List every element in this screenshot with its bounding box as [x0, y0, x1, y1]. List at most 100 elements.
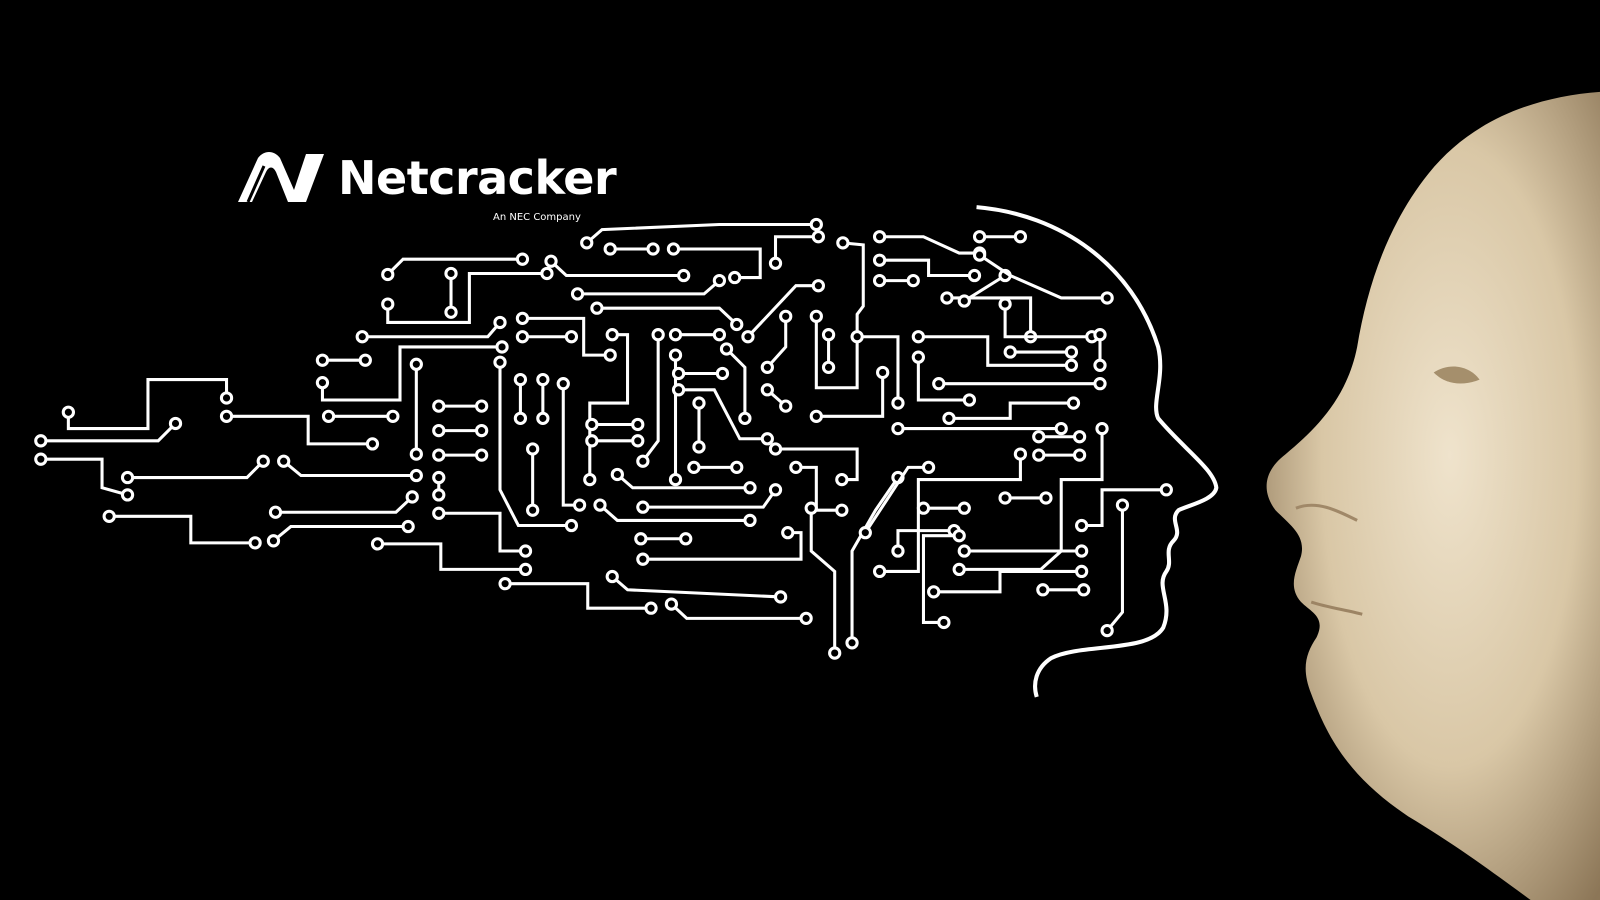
circuit-node — [475, 448, 489, 462]
circuit-node — [972, 248, 987, 262]
circuit-trace — [795, 465, 842, 512]
circuit-trace — [879, 454, 1022, 573]
circuit-trace — [978, 253, 1108, 300]
circuit-node — [789, 460, 803, 474]
circuit-trace — [386, 257, 523, 276]
circuit-node — [1100, 623, 1114, 638]
circuit-node — [668, 328, 683, 342]
circuit-node — [381, 267, 395, 282]
circuit-node — [779, 309, 793, 323]
circuit-node — [1013, 447, 1028, 461]
circuit-node — [876, 365, 890, 380]
circuit-node — [809, 217, 823, 232]
circuit-node — [277, 454, 291, 468]
circuit-node — [1032, 448, 1046, 462]
circuit-node — [564, 518, 579, 533]
circuit-node — [583, 472, 597, 487]
circuit-node — [962, 393, 977, 407]
circuit-node — [957, 544, 971, 558]
circuit-trace — [596, 306, 738, 326]
circuit-trace — [362, 321, 502, 339]
eye — [1433, 366, 1480, 384]
circuit-node — [809, 409, 823, 423]
circuit-node — [585, 434, 599, 448]
circuit-node — [811, 230, 825, 244]
circuit-node — [605, 569, 619, 584]
circuit-node — [1093, 377, 1107, 391]
circuit-trace — [40, 457, 128, 497]
circuit-node — [444, 305, 458, 319]
circuit-trace — [438, 511, 526, 553]
circuit-node — [518, 562, 533, 577]
circuit-node — [498, 577, 512, 591]
circuit-node — [715, 366, 730, 381]
circuit-node — [540, 266, 554, 281]
circuit-node — [743, 481, 757, 495]
circuit-node — [248, 536, 262, 550]
circuit-node — [741, 330, 755, 344]
circuit-trace — [1003, 304, 1092, 339]
circuit-node — [872, 253, 887, 267]
circuit-node — [515, 330, 530, 344]
circuit-node — [401, 519, 415, 534]
circuit-node — [634, 532, 648, 546]
circuit-node — [572, 498, 587, 512]
circuit-node — [692, 396, 706, 410]
circuit-node — [219, 391, 234, 405]
circuit-node — [636, 552, 650, 566]
circuit-trace — [377, 542, 526, 571]
circuit-node — [120, 488, 135, 502]
circuit-node — [872, 230, 887, 244]
circuit-node — [804, 501, 818, 515]
circuit-node — [836, 236, 850, 250]
circuit-trace — [879, 258, 975, 278]
circuit-node — [687, 460, 701, 474]
circuit-trace — [773, 235, 819, 264]
circuit-trace — [879, 235, 980, 255]
circuit-node — [1095, 421, 1109, 436]
circuit-trace — [40, 422, 177, 443]
circuit-node — [358, 353, 372, 367]
circuit-node — [493, 355, 507, 369]
circuit-trace — [616, 473, 750, 490]
circuit-node — [1093, 358, 1107, 372]
circuit-node — [493, 315, 507, 330]
circuit-node — [911, 330, 925, 344]
circuit-node — [409, 357, 423, 371]
mannequin-face — [1266, 91, 1600, 900]
circuit-node — [821, 360, 836, 374]
circuit-node — [405, 490, 419, 504]
circuit-trace — [1105, 505, 1124, 632]
circuit-node — [1093, 328, 1107, 342]
circuit-node — [828, 646, 842, 660]
circuit-trace — [642, 488, 777, 509]
circuit-node — [1003, 345, 1017, 359]
circuit-trace — [673, 247, 762, 280]
head-outline — [976, 205, 1219, 698]
circuit-trace — [598, 503, 750, 522]
circuit-trace — [386, 271, 547, 324]
circuit-node — [781, 526, 795, 540]
circuit-trace — [678, 388, 768, 441]
circuit-node — [668, 472, 683, 487]
circuit-node — [1054, 421, 1068, 436]
circuit-trace — [577, 279, 721, 296]
circuit-trace — [959, 428, 1104, 571]
circuit-node — [409, 447, 423, 461]
circuit-node — [564, 330, 579, 344]
circuit-node — [102, 509, 116, 523]
circuit-node — [580, 236, 594, 250]
circuit-node — [1115, 498, 1130, 512]
circuit-node — [891, 396, 905, 410]
circuit-node — [495, 340, 509, 354]
circuit-node — [666, 242, 681, 256]
circuit-node — [728, 270, 742, 285]
circuit-trace — [933, 569, 1082, 594]
circuit-node — [631, 434, 645, 448]
circuit-node — [432, 470, 446, 485]
circuit-node — [712, 273, 727, 288]
circuit-node — [821, 328, 836, 342]
circuit-node — [432, 506, 446, 520]
circuit-trace — [522, 316, 611, 357]
circuit-node — [967, 268, 982, 283]
